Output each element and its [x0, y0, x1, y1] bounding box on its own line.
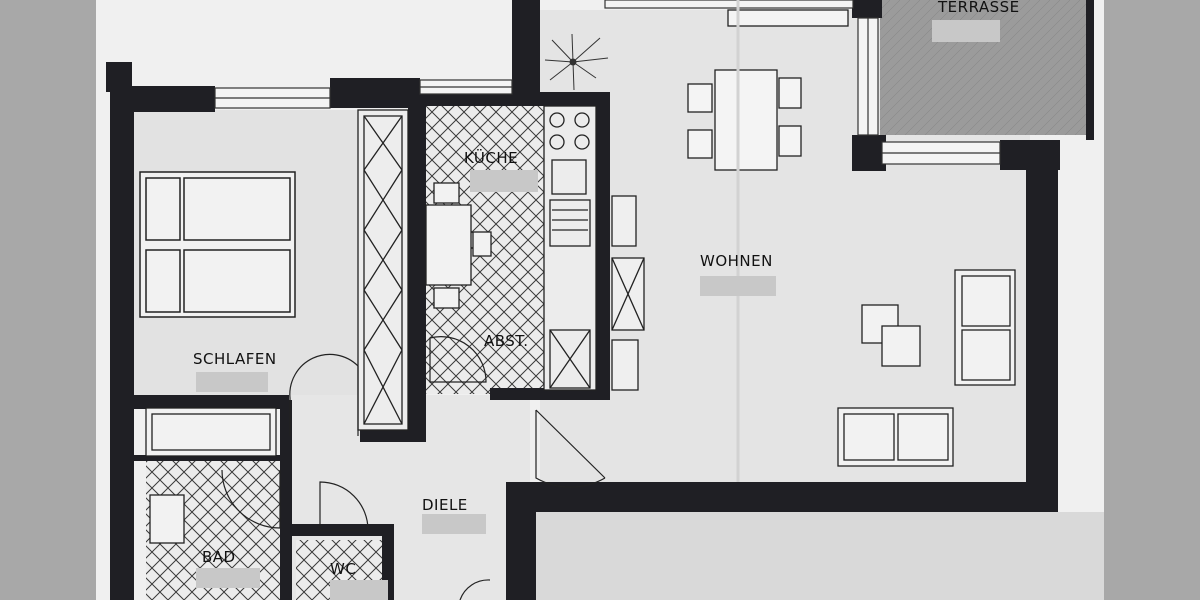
double-bed: [139, 171, 296, 318]
right-margin: [1104, 0, 1200, 600]
label-abst: ABST.: [484, 332, 528, 350]
windows: [214, 0, 1001, 165]
label-kueche: KÜCHE: [464, 148, 518, 167]
living-sideboard: [611, 195, 645, 391]
label-wohnen: WOHNEN: [700, 252, 773, 270]
doors: [221, 336, 606, 600]
label-diele: DIELE: [422, 496, 468, 514]
walls: [106, 0, 1094, 600]
area-stamps: [196, 20, 1000, 600]
label-terrasse: TERRASSE: [937, 0, 1020, 16]
kitchen-counter: [543, 105, 597, 391]
left-margin: [0, 0, 96, 600]
label-wc: WC: [330, 560, 356, 578]
plant: [544, 33, 609, 91]
wardrobe: [357, 109, 409, 431]
exterior-area: [532, 512, 1104, 600]
kitchen-table: [425, 182, 492, 309]
sofa-set: [837, 269, 1016, 467]
dining-table: [687, 9, 849, 171]
label-bad: BAD: [202, 548, 236, 566]
label-schlafen: SCHLAFEN: [193, 350, 277, 368]
bathtub: [145, 407, 277, 544]
